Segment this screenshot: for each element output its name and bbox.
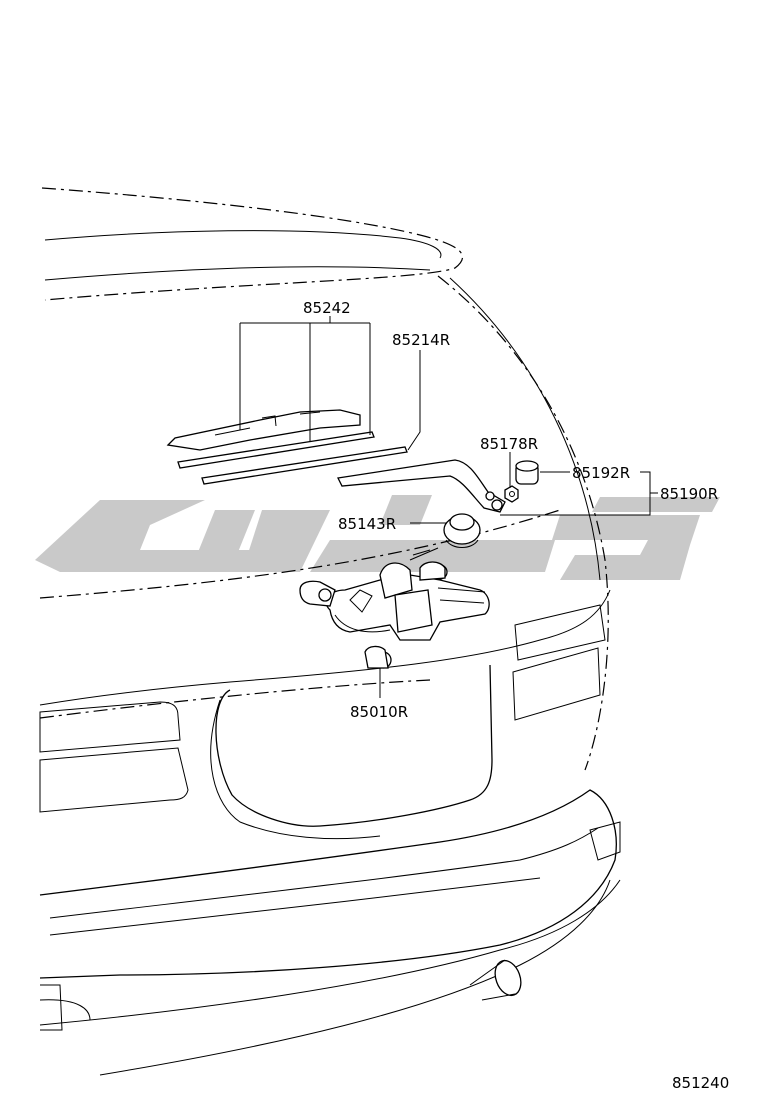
wiper-motor-part [299,547,490,669]
callout-wiper-blade-assembly: 85242 [303,299,351,317]
vehicle-body-outline [39,187,621,1076]
grommet-part [443,513,481,548]
wiper-blade-assembly [166,409,408,485]
drawing-number: 851240 [672,1074,729,1092]
callout-labels: 85242 85214R 85178R 85192R 85190R 85143R… [303,299,729,1092]
callout-wiper-motor: 85010R [350,703,408,721]
callout-grommet: 85143R [338,515,396,533]
leader-lines [239,316,658,698]
callout-blade-rubber: 85214R [392,331,450,349]
nut-part [504,485,519,503]
watermark-logo [35,495,720,580]
callout-nut: 85178R [480,435,538,453]
pivot-cap-part [515,460,539,485]
callout-wiper-arm-assembly: 85190R [660,485,718,503]
wiper-arm [337,459,506,513]
callout-pivot-cap: 85192R [572,464,630,482]
